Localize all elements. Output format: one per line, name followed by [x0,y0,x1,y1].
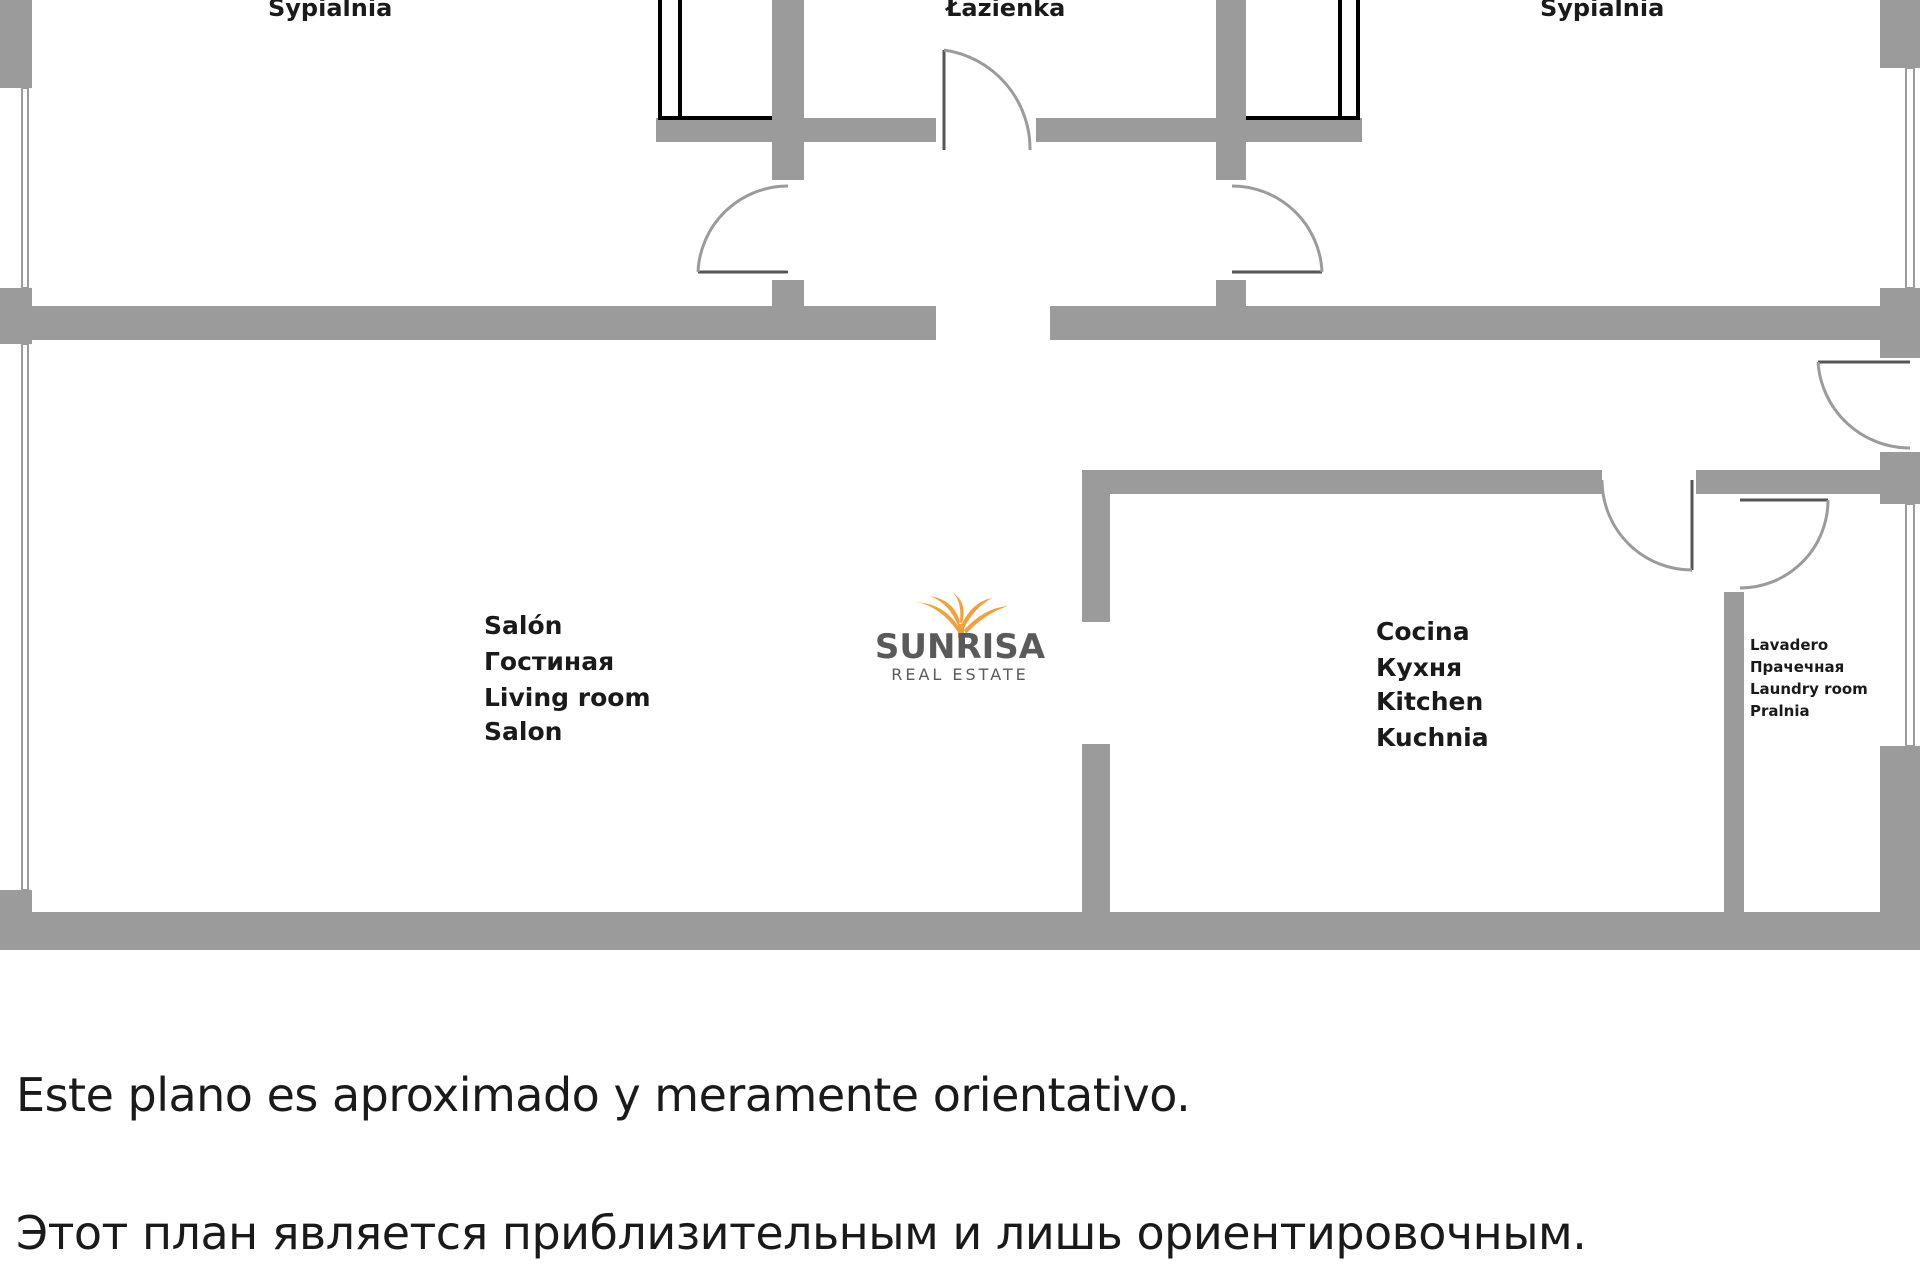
disclaimer-spanish: Este plano es aproximado y meramente ori… [16,1068,1191,1122]
label-bedroom-right: Sypialnia [1540,0,1664,22]
floor-plan: Sypialnia Łazienka Sypialnia Salón Гости… [0,0,1920,950]
label-bedroom-left: Sypialnia [268,0,392,22]
logo: SUNRISA REAL ESTATE [875,592,1046,684]
palm-sun-icon [916,592,1008,638]
label-living: Salón Гостиная Living room Salon [484,611,659,746]
doors [696,48,1911,590]
disclaimer-russian: Этот план является приблизительным и лиш… [16,1206,1587,1260]
label-bathroom: Łazienka [944,0,1065,22]
label-kitchen: Cocina Кухня Kitchen Kuchnia [1376,617,1492,752]
logo-name: SUNRISA [875,627,1046,667]
room-labels: Sypialnia Łazienka Sypialnia Salón Гости… [268,0,1873,752]
logo-tagline: REAL ESTATE [891,665,1029,684]
label-laundry: Lavadero Прачечная Laundry room Pralnia [1750,636,1873,720]
wall-edges [658,0,1360,120]
walls [0,0,1920,950]
